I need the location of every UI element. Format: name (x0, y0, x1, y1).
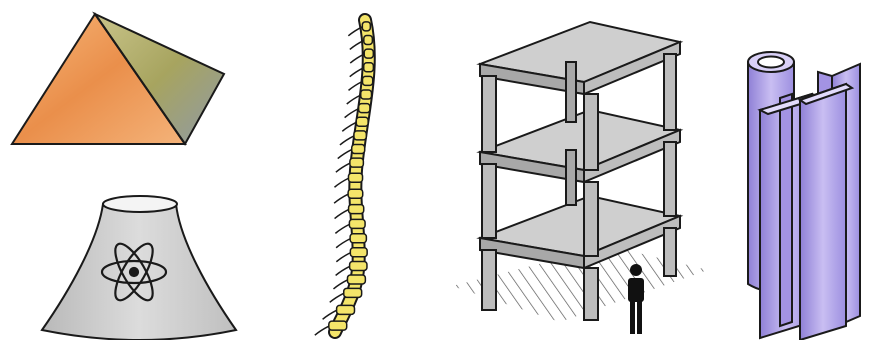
vertebra (350, 248, 367, 257)
vertebra-process (333, 280, 347, 289)
vertebra (337, 305, 355, 314)
vertebra (348, 189, 363, 198)
vertebra-process (336, 266, 350, 275)
vertebra (329, 321, 347, 330)
vertebra (361, 90, 372, 99)
vertebra (362, 22, 370, 31)
vertebra (364, 49, 373, 58)
cooling-tower-icon (42, 196, 236, 340)
vertebra-process (334, 194, 348, 203)
vertebra (352, 145, 365, 154)
vertebra-process (336, 253, 350, 262)
vertebra-process (335, 224, 349, 233)
vertebra (364, 35, 373, 44)
building-frame-icon (452, 22, 708, 322)
vertebra (359, 104, 370, 113)
steel-sections-icon (748, 52, 860, 340)
vertebra-process (335, 210, 349, 219)
vertebra (348, 173, 362, 182)
vertebra-process (334, 178, 348, 187)
vertebra-process (336, 239, 350, 248)
vertebra (364, 63, 374, 72)
vertebra (344, 288, 362, 297)
vertebra (363, 76, 373, 85)
vertebra-process (340, 136, 354, 145)
vertebra (349, 205, 364, 214)
vertebra (350, 234, 366, 243)
vertebra (350, 261, 367, 270)
vertebra-process (336, 163, 350, 172)
vertebra (349, 219, 365, 228)
vertebra-process (330, 293, 344, 302)
spine-icon (315, 20, 374, 335)
pyramid-icon (12, 14, 224, 144)
vertebra (350, 158, 364, 167)
vertebra-process (338, 150, 352, 159)
vertebra (356, 117, 368, 126)
vertebra-process (315, 326, 329, 335)
vertebra (347, 275, 365, 284)
vertebra (354, 131, 366, 140)
